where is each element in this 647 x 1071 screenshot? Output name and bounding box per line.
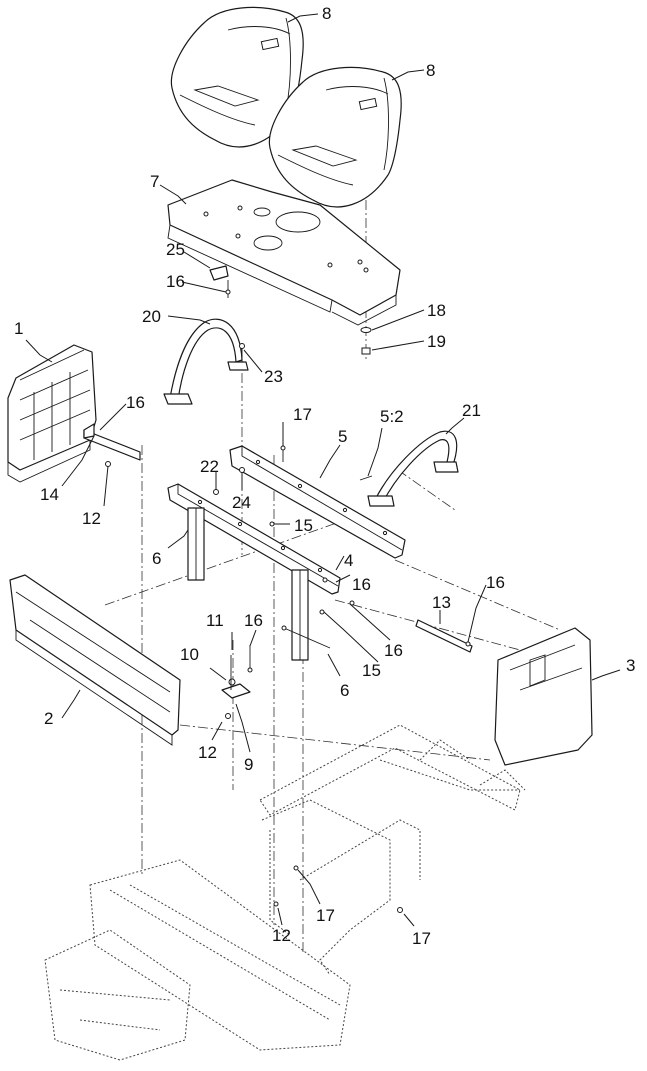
callout-4: 4 xyxy=(344,551,353,570)
screw-12-left xyxy=(105,461,111,467)
callout-3: 3 xyxy=(626,656,635,675)
handle-20 xyxy=(163,318,249,405)
bracket-25 xyxy=(209,265,229,281)
callout-16: 16 xyxy=(352,575,371,594)
callout-19: 19 xyxy=(427,332,446,351)
part-24 xyxy=(239,467,245,473)
callout-7: 7 xyxy=(150,172,159,191)
screw-15-top xyxy=(269,521,275,527)
seat-8-right xyxy=(268,66,402,208)
callout-17: 17 xyxy=(316,906,335,925)
callout-1: 1 xyxy=(14,319,23,338)
callout-numbers: 8 8 7 25 16 18 19 20 23 1 16 17 5 5:2 21… xyxy=(14,4,635,948)
callout-5-2: 5:2 xyxy=(380,407,404,426)
callout-16: 16 xyxy=(244,611,263,630)
handle-21 xyxy=(367,430,459,507)
washer-18 xyxy=(360,327,372,333)
callout-16: 16 xyxy=(126,393,145,412)
callout-11: 11 xyxy=(206,611,224,630)
part-22 xyxy=(213,489,219,495)
callout-21: 21 xyxy=(462,401,481,420)
bracket-13 xyxy=(415,619,473,653)
plate-9 xyxy=(221,683,251,699)
callout-12: 12 xyxy=(272,926,291,945)
upright-6-right xyxy=(281,569,331,661)
callout-12: 12 xyxy=(198,743,217,762)
callout-17: 17 xyxy=(412,929,431,948)
bracket-14 xyxy=(83,423,141,461)
callout-9: 9 xyxy=(244,755,253,774)
callout-6: 6 xyxy=(340,681,349,700)
screw-23 xyxy=(239,343,245,362)
callout-13: 13 xyxy=(432,593,451,612)
nut-19 xyxy=(361,347,371,355)
callout-6: 6 xyxy=(152,549,161,568)
screw-17-frame-a xyxy=(293,865,299,871)
screw-17-frame-b xyxy=(397,907,403,913)
callout-18: 18 xyxy=(427,301,446,320)
side-panel-3 xyxy=(494,627,593,766)
screws-16-15-right xyxy=(319,577,355,615)
front-panel-2 xyxy=(9,574,181,746)
callout-16: 16 xyxy=(384,641,403,660)
callout-24: 24 xyxy=(232,493,251,512)
screw-12-plate xyxy=(225,713,231,719)
screw-12-frame xyxy=(273,901,279,907)
callout-8: 8 xyxy=(322,4,331,23)
callout-16: 16 xyxy=(486,573,505,592)
callout-5: 5 xyxy=(338,427,347,446)
hardware-16-seat xyxy=(225,280,231,298)
screw-16-plate xyxy=(247,645,253,673)
leader-lines xyxy=(25,13,621,927)
callout-20: 20 xyxy=(142,307,161,326)
callout-15: 15 xyxy=(294,516,313,535)
callout-25: 25 xyxy=(166,240,185,259)
callout-10: 10 xyxy=(180,645,199,664)
callout-22: 22 xyxy=(200,457,219,476)
seat-8-left xyxy=(170,6,304,148)
crossbar-4 xyxy=(167,483,341,595)
callout-2: 2 xyxy=(44,709,53,728)
chassis-frame xyxy=(44,724,526,1061)
callout-16: 16 xyxy=(166,272,185,291)
callout-17: 17 xyxy=(293,405,312,424)
callout-14: 14 xyxy=(40,485,59,504)
seat-base-7 xyxy=(167,179,401,326)
callout-23: 23 xyxy=(264,367,283,386)
nut-10 xyxy=(228,678,236,686)
crossbar-5 xyxy=(229,445,406,559)
part-5-2 xyxy=(359,475,373,481)
callout-8: 8 xyxy=(426,61,435,80)
upright-6-left xyxy=(187,507,205,581)
callout-12: 12 xyxy=(82,509,101,528)
callout-15: 15 xyxy=(362,661,381,680)
side-panel-1 xyxy=(7,344,97,483)
screw-17-top xyxy=(280,445,286,462)
